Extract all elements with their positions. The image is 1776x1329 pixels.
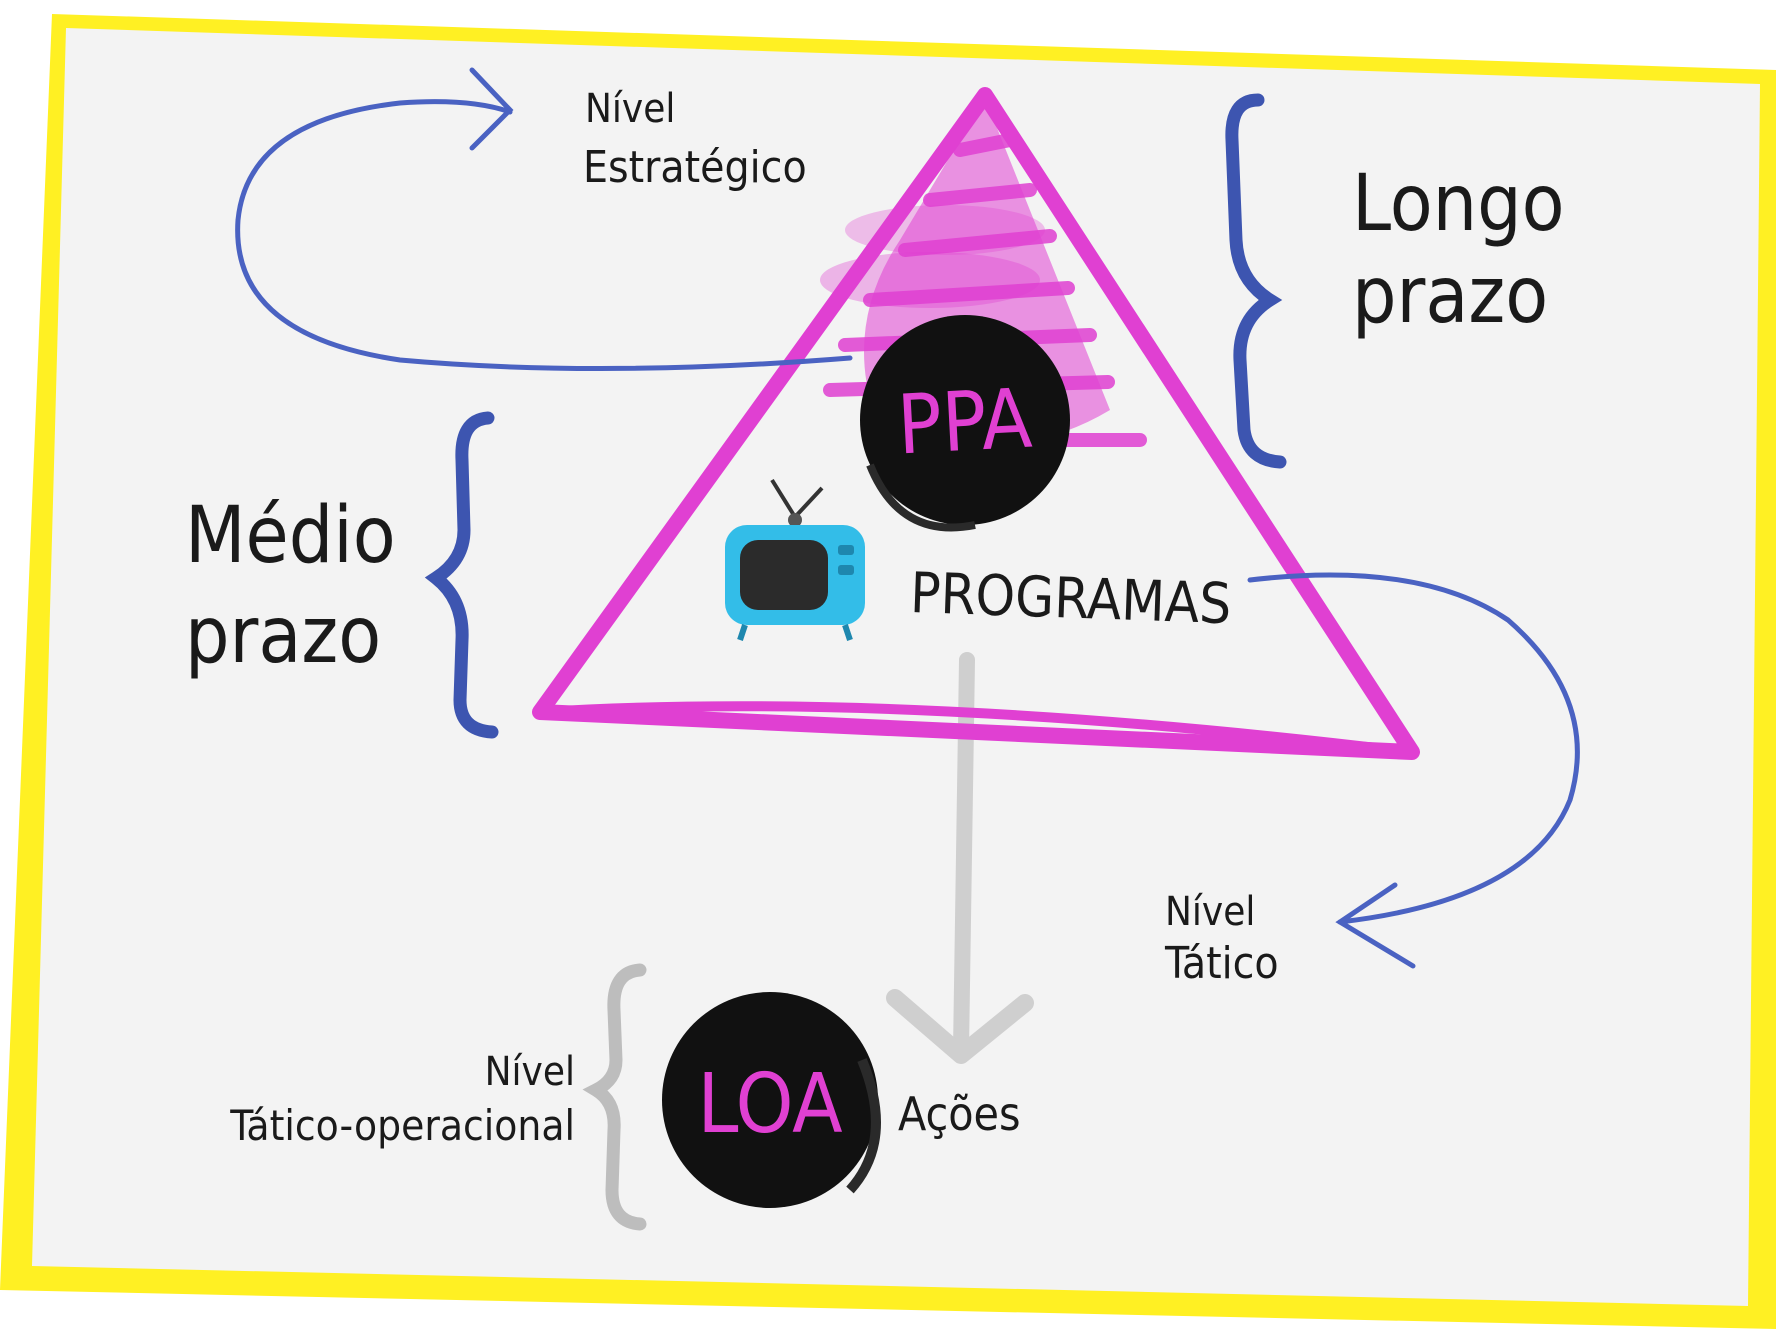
strategic-level-line1: Nível bbox=[585, 86, 675, 132]
tactical-level-line2: Tático bbox=[1164, 938, 1279, 989]
loa-label: LOA bbox=[697, 1057, 842, 1152]
ppa-node: PPA bbox=[860, 315, 1070, 532]
tactical-operational-line2: Tático-operacional bbox=[229, 1101, 575, 1150]
long-term-line2: prazo bbox=[1352, 251, 1548, 341]
long-term-line1: Longo bbox=[1352, 159, 1565, 249]
labels: Nível Estratégico Longo prazo Médio praz… bbox=[185, 86, 1565, 1150]
programs-label: PROGRAMAS bbox=[909, 561, 1232, 637]
medium-term-brace bbox=[424, 411, 499, 739]
tactical-operational-line1: Nível bbox=[485, 1049, 575, 1095]
pyramid-outline bbox=[532, 87, 1420, 760]
actions-label: Ações bbox=[898, 1087, 1021, 1141]
strategic-level-line2: Estratégico bbox=[583, 142, 807, 193]
tactical-operational-brace bbox=[582, 963, 647, 1231]
medium-term-line1: Médio bbox=[185, 491, 396, 581]
ppa-label: PPA bbox=[895, 372, 1034, 474]
tactical-arrow bbox=[1247, 572, 1580, 969]
paper-background bbox=[32, 28, 1760, 1306]
medium-term-line2: prazo bbox=[185, 591, 381, 681]
long-term-brace bbox=[1225, 93, 1287, 469]
loa-node: LOA bbox=[662, 992, 881, 1208]
paper-sheet bbox=[0, 14, 1776, 1329]
television-icon bbox=[725, 478, 865, 641]
tactical-level-line1: Nível bbox=[1165, 889, 1255, 935]
strategic-arrow bbox=[235, 67, 853, 372]
